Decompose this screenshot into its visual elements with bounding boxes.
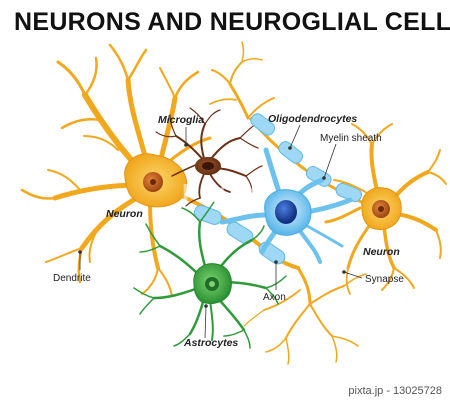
astrocyte-processes <box>133 201 287 349</box>
watermark: PIXTA <box>182 178 267 208</box>
label-myelin-sheath: Myelin sheath <box>320 133 382 144</box>
myelinated-axon-top <box>248 113 369 207</box>
microglia-nucleus <box>202 162 214 170</box>
label-synapse: Synapse <box>365 274 404 285</box>
label-dendrite: Dendrite <box>53 273 91 284</box>
label-oligodendrocytes: Oligodendrocytes <box>268 113 358 125</box>
label-neuron-right: Neuron <box>363 246 400 258</box>
label-axon: Axon <box>263 292 286 303</box>
leader-dots <box>78 143 346 308</box>
astrocyte-nucleolus <box>209 281 215 287</box>
page-title: NEURONS AND NEUROGLIAL CELLS <box>14 8 450 36</box>
oligodendrocyte-nucleus <box>275 200 297 224</box>
footer-credit: pixta.jp - 13025728 <box>348 385 442 397</box>
right-neuron-nucleolus <box>378 206 384 212</box>
top-neuron-dendrites <box>209 41 275 120</box>
axon-terminals <box>243 266 367 365</box>
label-astrocytes: Astrocytes <box>184 337 239 349</box>
label-microglia: Microglia <box>158 114 205 126</box>
label-neuron-left: Neuron <box>106 208 143 220</box>
leader-lines <box>79 124 363 339</box>
left-neuron-nucleolus <box>150 179 156 185</box>
